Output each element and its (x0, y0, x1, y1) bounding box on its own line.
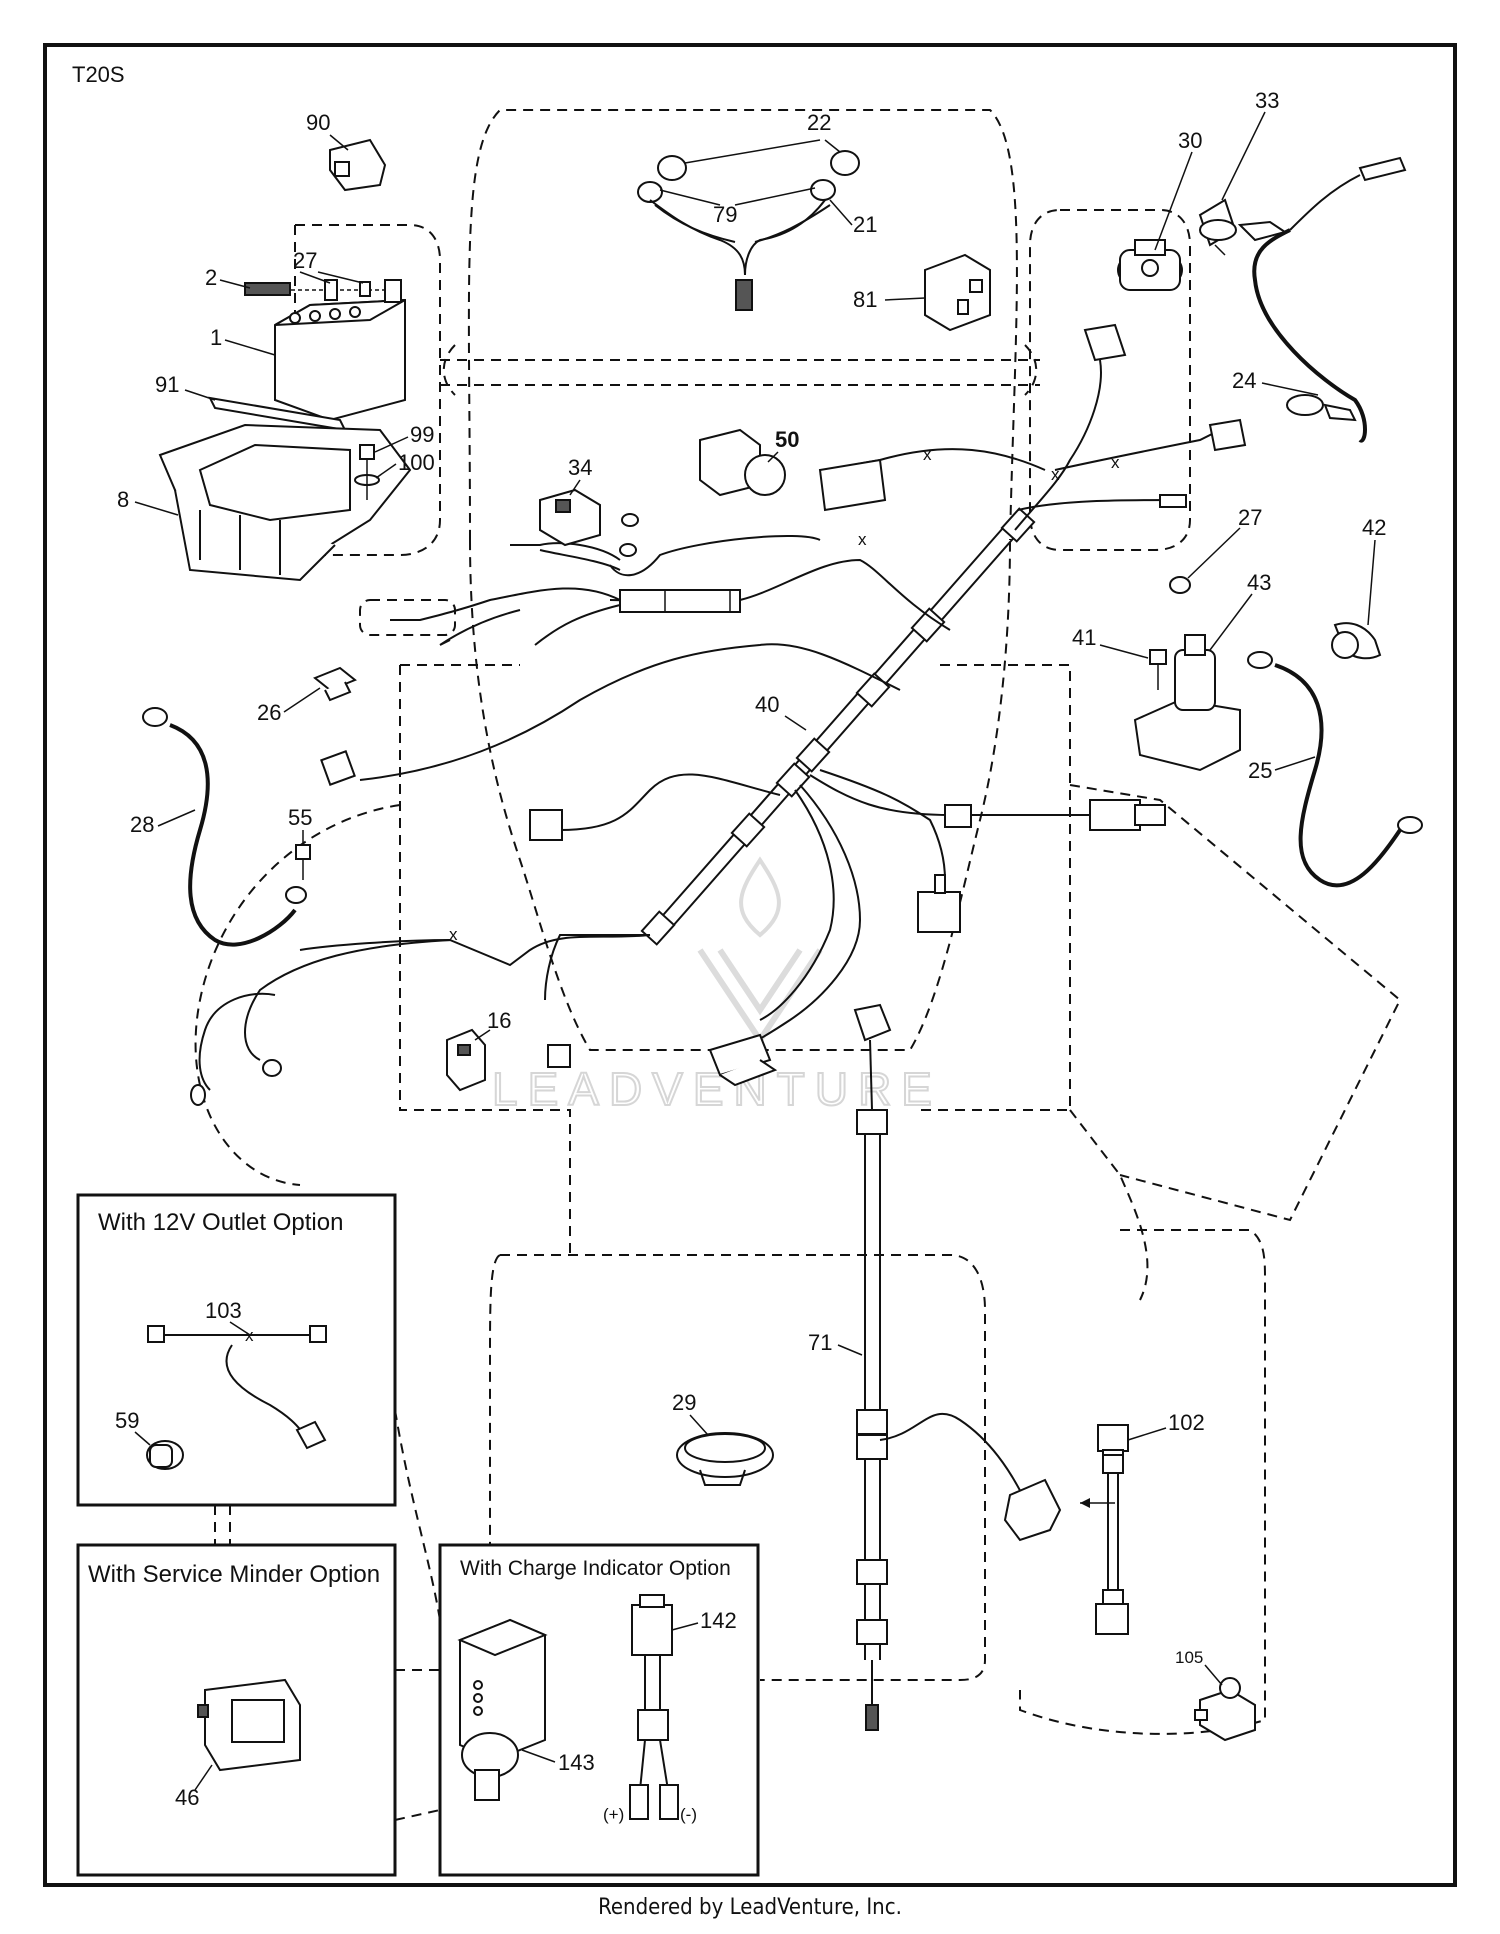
option-title-charge-indicator: With Charge Indicator Option (460, 1557, 731, 1580)
watermark: LEADVENTURE (491, 856, 942, 1116)
callout-105: 105 (1175, 1648, 1203, 1667)
callout-25: 25 (1248, 758, 1272, 783)
part-16-connector (446, 1028, 486, 1092)
callout-27b: 27 (1238, 505, 1262, 530)
option-box-service-minder: With Service Minder Option 46 (76, 1543, 397, 1877)
callout-1: 1 (210, 325, 222, 350)
part-connector-left (320, 750, 356, 786)
option-box-12v-outlet: With 12V Outlet Option 103 x 59 (76, 1193, 397, 1507)
callout-29: 29 (672, 1390, 696, 1415)
part-102-harness (1080, 1424, 1129, 1635)
callouts: 90 2 27 1 91 99 100 8 22 79 21 81 30 33 … (117, 88, 1386, 1686)
callout-22: 22 (807, 110, 831, 135)
part-27-nut (1169, 576, 1191, 594)
callout-28: 28 (130, 812, 154, 837)
callout-55: 55 (288, 805, 312, 830)
callout-103: 103 (205, 1298, 242, 1323)
part-42-boot (1331, 622, 1382, 660)
callout-16: 16 (487, 1008, 511, 1033)
svg-text:x: x (858, 530, 867, 549)
callout-91: 91 (155, 372, 179, 397)
part-30-ignition-switch (1117, 239, 1183, 291)
callout-102: 102 (1168, 1410, 1205, 1435)
part-50-switch (699, 428, 786, 497)
chassis-outlines (194, 109, 1402, 1821)
callout-50: 50 (775, 427, 799, 452)
callout-142: 142 (700, 1608, 737, 1633)
polarity-minus: (-) (680, 1805, 697, 1824)
callout-71: 71 (808, 1330, 832, 1355)
part-81-relay (924, 253, 991, 332)
part-29-grommet (676, 1432, 774, 1486)
callout-99: 99 (410, 422, 434, 447)
callout-40: 40 (755, 692, 779, 717)
svg-text:x: x (449, 925, 458, 944)
callout-42: 42 (1362, 515, 1386, 540)
callout-27a: 27 (293, 248, 317, 273)
callout-90: 90 (306, 110, 330, 135)
part-43-solenoid (1133, 634, 1241, 772)
option-box-charge-indicator: With Charge Indicator Option 143 142 (+)… (438, 1543, 760, 1877)
part-99-100-bolt (354, 444, 380, 500)
callout-81: 81 (853, 287, 877, 312)
callout-59: 59 (115, 1408, 139, 1433)
part-90-connector (329, 138, 387, 192)
footer-credit: Rendered by LeadVenture, Inc. (598, 1895, 902, 1920)
callout-30: 30 (1178, 128, 1202, 153)
callout-41: 41 (1072, 625, 1096, 650)
svg-text:x: x (245, 1326, 254, 1345)
part-plate (818, 458, 887, 512)
part-34-switch (539, 488, 601, 547)
callout-143: 143 (558, 1750, 595, 1775)
part-41-bolt (1149, 649, 1167, 690)
svg-text:x: x (1111, 453, 1120, 472)
part-ground-terminals (190, 1059, 282, 1106)
part-28-cable (142, 707, 307, 947)
option-title-service-minder: With Service Minder Option (88, 1561, 380, 1588)
callout-8: 8 (117, 487, 129, 512)
part-connector-right-branch (917, 799, 1166, 933)
callout-33: 33 (1255, 88, 1279, 113)
part-21-22-headlights (637, 150, 860, 311)
part-connector-center (529, 809, 778, 1087)
part-24-cable (1199, 156, 1407, 443)
part-71-rear-harness (853, 1003, 1062, 1731)
harness-markers: x x x x x (449, 445, 1120, 944)
callout-2: 2 (205, 265, 217, 290)
part-connector-center-left (547, 1044, 571, 1068)
part-55-bolt (295, 844, 311, 880)
part-105-solenoid (1194, 1677, 1256, 1742)
polarity-plus: (+) (603, 1805, 624, 1824)
callout-24: 24 (1232, 368, 1256, 393)
diagram-frame (43, 43, 1457, 1887)
svg-text:x: x (1051, 465, 1060, 484)
part-25-cable (1247, 651, 1423, 888)
svg-text:LEADVENTURE: LEADVENTURE (492, 1063, 942, 1115)
callout-43: 43 (1247, 570, 1271, 595)
callout-21: 21 (853, 212, 877, 237)
callout-34: 34 (568, 455, 592, 480)
svg-text:x: x (923, 445, 932, 464)
diagram-code: T20S (72, 62, 125, 87)
part-26-fuse (313, 666, 357, 702)
option-title-12v-outlet: With 12V Outlet Option (98, 1209, 343, 1236)
callout-26: 26 (257, 700, 281, 725)
part-8-battery-tray (158, 423, 412, 582)
upper-harness-branch (359, 513, 821, 646)
part-1-battery (244, 279, 406, 422)
callout-79: 79 (713, 202, 737, 227)
part-connector-upper-right (1083, 323, 1247, 508)
callout-100: 100 (398, 450, 435, 475)
